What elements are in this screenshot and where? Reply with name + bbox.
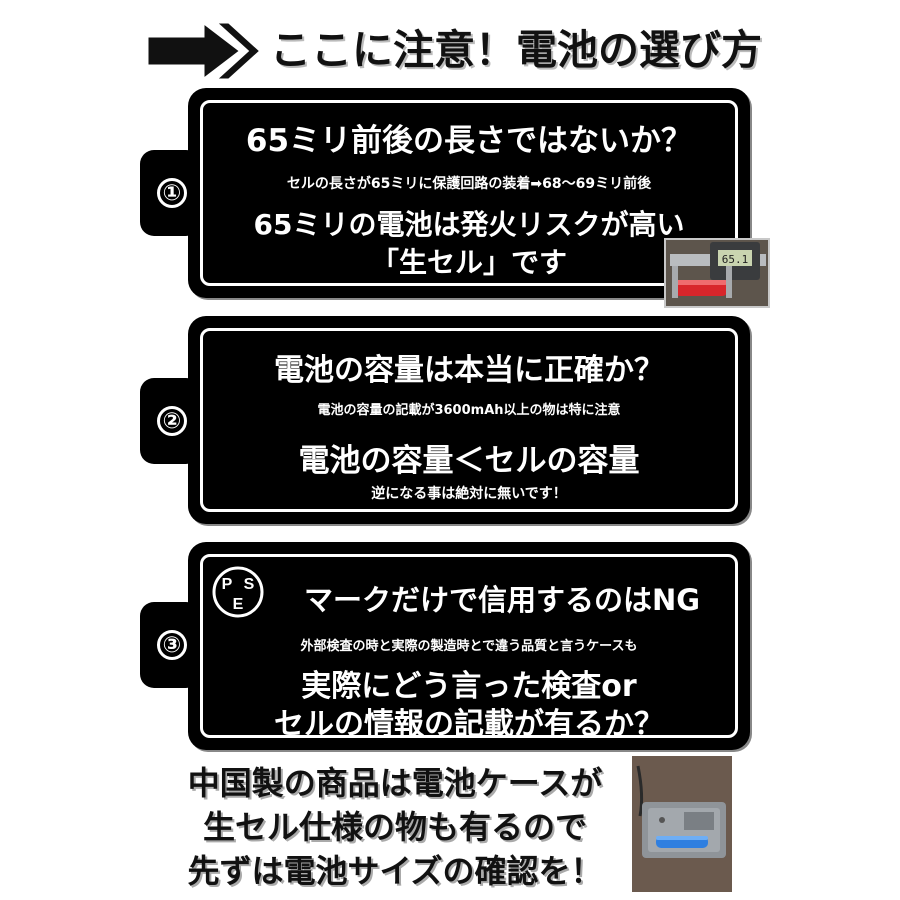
section-2-panel: 電池の容量は本当に正確か？ 電池の容量の記載が3600mAh以上の物は特に注意 … bbox=[188, 316, 750, 524]
section-3-panel: P S E マークだけで信用するのはNG 外部検査の時と実際の製造時とで違う品質… bbox=[188, 542, 750, 750]
section-1-number: ① bbox=[157, 178, 187, 208]
section-3-heading: マークだけで信用するのはNG bbox=[303, 583, 701, 617]
section-1-note: セルの長さが65ミリに保護回路の装着➡68～69ミリ前後 bbox=[286, 176, 652, 192]
svg-text:P: P bbox=[222, 576, 233, 593]
section-1-heading: 65ミリ前後の長さではないか？ bbox=[245, 123, 693, 159]
footer-line-3: 先ずは電池サイズの確認を！ bbox=[187, 852, 603, 890]
caliper-display: 65.1 bbox=[722, 253, 749, 266]
section-1-line-2: 「生セル」です bbox=[370, 246, 567, 279]
page-title: ここに注意！電池の選び方 bbox=[270, 26, 762, 74]
section-2-sub-note: 逆になる事は絶対に無いです！ bbox=[371, 486, 567, 502]
section-2-line-1: 電池の容量＜セルの容量 bbox=[298, 443, 640, 479]
section-3-frame: P S E マークだけで信用するのはNG 外部検査の時と実際の製造時とで違う品質… bbox=[200, 554, 738, 742]
battery-case-photo bbox=[632, 756, 732, 892]
section-1-line-1: 65ミリの電池は発火リスクが高い bbox=[253, 208, 685, 241]
section-3-number: ③ bbox=[157, 630, 187, 660]
section-1-frame: 65ミリ前後の長さではないか？ セルの長さが65ミリに保護回路の装着➡68～69… bbox=[200, 100, 738, 286]
section-2-note: 電池の容量の記載が3600mAh以上の物は特に注意 bbox=[317, 403, 621, 418]
section-3-line-1: 実際にどう言った検査or bbox=[301, 669, 637, 704]
double-arrow-right-icon bbox=[145, 18, 263, 84]
footer-line-1: 中国製の商品は電池ケースが bbox=[187, 764, 603, 802]
svg-text:E: E bbox=[233, 596, 244, 613]
section-3-line-2: セルの情報の記載が有るか？ bbox=[274, 707, 664, 742]
section-2-heading: 電池の容量は本当に正確か？ bbox=[274, 353, 664, 388]
pse-mark-icon: P S E bbox=[212, 566, 264, 618]
svg-text:S: S bbox=[244, 576, 255, 593]
section-2-frame: 電池の容量は本当に正確か？ 電池の容量の記載が3600mAh以上の物は特に注意 … bbox=[200, 328, 738, 512]
caliper-photo: 65.1 bbox=[664, 238, 770, 308]
section-2-number: ② bbox=[157, 406, 187, 436]
section-1-panel: 65ミリ前後の長さではないか？ セルの長さが65ミリに保護回路の装着➡68～69… bbox=[188, 88, 750, 298]
footer-line-2: 生セル仕様の物も有るので bbox=[202, 808, 587, 846]
section-3-note: 外部検査の時と実際の製造時とで違う品質と言うケースも bbox=[300, 639, 638, 654]
